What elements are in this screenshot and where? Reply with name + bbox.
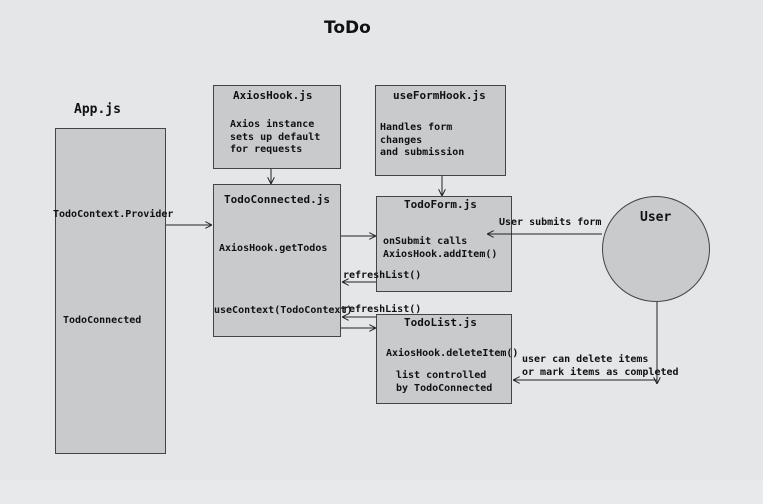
todolist-desc: list controlled by TodoConnected [396, 370, 493, 394]
bottom-bar [0, 480, 763, 504]
edge-label-user-delete: user can delete items or mark items as c… [522, 354, 679, 378]
edge-label-user-submits: User submits form [499, 217, 602, 228]
todolist-label: TodoList.js [404, 316, 477, 329]
user-node [602, 196, 710, 302]
todoconnected-gettodos: AxiosHook.getTodos [219, 243, 328, 254]
diagram-title: ToDo [324, 18, 371, 38]
app-box [55, 128, 166, 454]
app-connected-text: TodoConnected [63, 315, 142, 326]
axioshook-box [213, 85, 341, 169]
todolist-delete: AxiosHook.deleteItem() [386, 348, 519, 359]
todoform-box [376, 196, 512, 292]
edge-label-refresh-2: refreshList() [343, 304, 422, 315]
todoconnected-label: TodoConnected.js [224, 193, 330, 206]
todoform-desc: onSubmit calls AxiosHook.addItem() [383, 236, 498, 260]
useformhook-label: useFormHook.js [393, 89, 486, 102]
axioshook-label: AxiosHook.js [233, 89, 313, 102]
useformhook-desc: Handles form changes and submission [380, 122, 465, 158]
todoconnected-usecontext: useContext(TodoContext) [214, 305, 353, 316]
todolist-box [376, 314, 512, 404]
user-label: User [640, 210, 672, 225]
axioshook-desc: Axios instance sets up default for reque… [230, 119, 321, 155]
app-label: App.js [74, 102, 121, 117]
app-provider-text: TodoContext.Provider [53, 209, 174, 220]
todoconnected-box [213, 184, 341, 337]
edge-label-refresh-1: refreshList() [343, 270, 422, 281]
todoform-label: TodoForm.js [404, 198, 477, 211]
useformhook-box [375, 85, 506, 176]
